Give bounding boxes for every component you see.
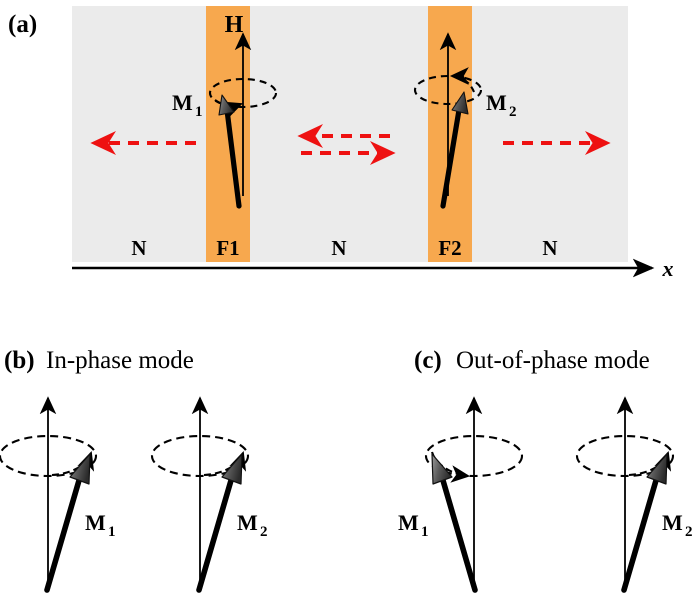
panel-c-label: (c) bbox=[414, 347, 442, 374]
c-m2-subscript: 2 bbox=[685, 524, 693, 540]
precession-ellipse-b-m1 bbox=[0, 434, 98, 478]
precession-cone-c-m2: M 2 bbox=[575, 396, 693, 593]
layer-f2 bbox=[428, 6, 472, 262]
magnetization-vector-m1-panel-a bbox=[224, 107, 242, 209]
magnetization-label-c-m1: M 1 bbox=[398, 510, 429, 540]
c-m2-symbol: M bbox=[662, 510, 683, 535]
panel-c-title: Out-of-phase mode bbox=[456, 347, 650, 374]
magnetization-label-b-m2: M 2 bbox=[237, 510, 268, 540]
layer-n-left bbox=[72, 6, 206, 262]
panel-c: (c) Out-of-phase mode M 1 bbox=[398, 347, 693, 593]
m2-panel-a-subscript: 2 bbox=[509, 104, 517, 120]
magnetization-vector-m2-panel-a bbox=[440, 107, 462, 209]
magnetization-vector-b-m2 bbox=[196, 474, 235, 593]
magnetization-head-m1-panel-a bbox=[218, 94, 235, 116]
precession-ellipse-b-m2 bbox=[150, 434, 250, 478]
x-axis-label: x bbox=[662, 256, 674, 281]
magnetization-head-c-m2 bbox=[646, 453, 668, 485]
m1-panel-a-symbol: M bbox=[172, 90, 193, 115]
layer-label-f2: F2 bbox=[438, 236, 461, 260]
precession-direction-arrow-m2-panel-a bbox=[449, 67, 475, 93]
magnetization-vector-c-m2 bbox=[621, 474, 660, 593]
precession-ellipse-m2-panel-a bbox=[413, 74, 483, 106]
magnetization-head-m2-panel-a bbox=[451, 91, 469, 115]
precession-ellipse-c-m1 bbox=[424, 434, 524, 478]
magnetization-label-m2-panel-a: M 2 bbox=[486, 90, 517, 120]
m2-panel-a-symbol: M bbox=[486, 90, 507, 115]
c-m1-symbol: M bbox=[398, 510, 419, 535]
layer-label-n-right: N bbox=[542, 236, 557, 260]
panel-b-label: (b) bbox=[4, 347, 35, 374]
magnetization-vector-b-m1 bbox=[44, 474, 83, 593]
layer-label-f1: F1 bbox=[216, 236, 239, 260]
precession-cone-b-m2: M 2 bbox=[150, 396, 268, 593]
magnetization-vector-c-m1 bbox=[439, 474, 478, 593]
magnetization-label-m1-panel-a: M 1 bbox=[172, 90, 203, 120]
panel-a: (a) H N F1 N F2 N M 1 M 2 x bbox=[8, 6, 674, 281]
layer-label-n-middle: N bbox=[331, 236, 346, 260]
magnetization-head-b-m1 bbox=[69, 453, 91, 485]
precession-ellipse-m1-panel-a bbox=[208, 77, 278, 109]
field-label: H bbox=[225, 12, 244, 38]
panel-b-title: In-phase mode bbox=[46, 347, 194, 374]
layer-n-middle bbox=[250, 6, 428, 262]
layer-label-n-left: N bbox=[131, 236, 146, 260]
magnetization-label-c-m2: M 2 bbox=[662, 510, 693, 540]
b-m1-symbol: M bbox=[85, 510, 106, 535]
precession-cone-b-m1: M 1 bbox=[0, 396, 116, 593]
c-m1-subscript: 1 bbox=[421, 524, 429, 540]
magnetization-head-b-m2 bbox=[221, 453, 243, 485]
b-m2-subscript: 2 bbox=[260, 524, 268, 540]
precession-ellipse-c-m2 bbox=[575, 434, 675, 478]
b-m2-symbol: M bbox=[237, 510, 258, 535]
b-m1-subscript: 1 bbox=[108, 524, 116, 540]
magnetization-label-b-m1: M 1 bbox=[85, 510, 116, 540]
panel-b: (b) In-phase mode M 1 bbox=[0, 347, 268, 593]
magnetization-head-c-m1 bbox=[431, 453, 453, 485]
m1-panel-a-subscript: 1 bbox=[195, 104, 203, 120]
layer-n-right bbox=[472, 6, 628, 262]
precession-cone-c-m1: M 1 bbox=[398, 396, 524, 593]
panel-a-label: (a) bbox=[8, 11, 37, 38]
